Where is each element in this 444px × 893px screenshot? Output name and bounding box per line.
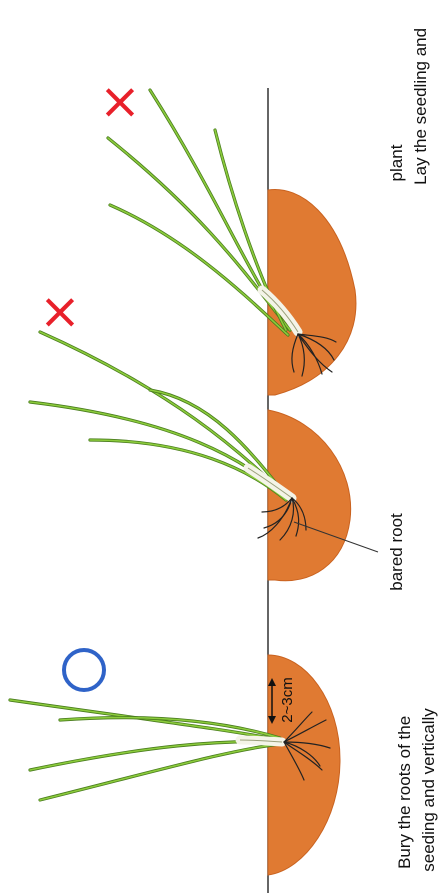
bared-root-label: bared root [387,513,406,591]
seedling-bared-root [30,332,306,540]
wrong-mark-top: × [99,72,141,130]
bury-vertical-label-line1: Bury the roots of the [395,716,414,869]
lay-flat-label-line1: Lay the seedling and [411,28,430,185]
soil-mound-top [268,189,356,395]
lay-flat-label-line2: plant [387,144,406,181]
wrong-mark-middle: × [39,282,81,340]
lay-flat-label: Lay the seedling and plant [387,23,430,185]
bury-vertical-label-line2: seeding and vertically [419,708,438,872]
bury-vertical-label: Bury the roots of the seeding and vertic… [395,708,438,872]
depth-label: 2~3cm [279,677,296,722]
correct-mark [64,650,104,690]
